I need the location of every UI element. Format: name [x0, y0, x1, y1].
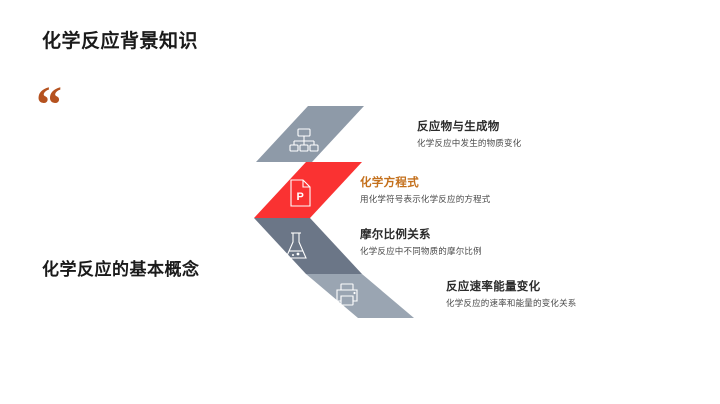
flask-icon [285, 232, 307, 259]
item-description: 化学反应中发生的物质变化 [417, 138, 522, 148]
item-description: 用化学符号表示化学反应的方程式 [360, 194, 491, 204]
page-title: 化学反应背景知识 [42, 31, 199, 52]
section-heading: 化学反应的基本概念 [42, 260, 200, 279]
list-item[interactable]: 摩尔比例关系 化学反应中不同物质的摩尔比例 [360, 226, 482, 257]
quote-mark-icon: “ [36, 77, 62, 134]
list-item[interactable]: 反应速率能量变化 化学反应的速率和能量的变化关系 [446, 278, 577, 309]
item-title: 反应速率能量变化 [446, 281, 541, 293]
item-title: 摩尔比例关系 [360, 229, 431, 241]
chevron-diagram: P [250, 106, 430, 318]
item-description: 化学反应的速率和能量的变化关系 [446, 298, 577, 308]
svg-text:P: P [297, 191, 304, 203]
presentation-file-icon: P [290, 179, 311, 207]
printer-icon [336, 283, 358, 306]
org-chart-icon [289, 128, 319, 152]
band-3-shape [254, 218, 362, 274]
item-description: 化学反应中不同物质的摩尔比例 [360, 246, 482, 256]
band-2-shape [254, 162, 362, 218]
list-item[interactable]: 化学方程式 用化学符号表示化学反应的方程式 [360, 174, 491, 205]
item-title: 反应物与生成物 [417, 121, 500, 133]
band-4-shape [306, 274, 414, 318]
list-item[interactable]: 反应物与生成物 化学反应中发生的物质变化 [417, 118, 521, 149]
item-title: 化学方程式 [360, 177, 419, 189]
